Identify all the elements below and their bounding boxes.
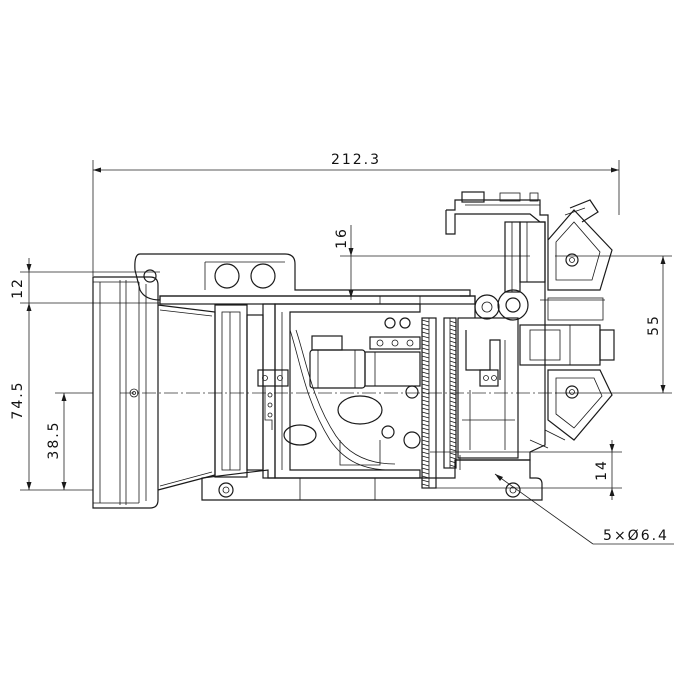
lens-assembly	[92, 276, 264, 509]
detector-housing	[445, 191, 615, 461]
main-frame	[134, 253, 543, 501]
dimension-lines	[20, 160, 674, 545]
gear-teeth	[421, 319, 457, 487]
dim-lens-height: 74.5	[10, 380, 26, 419]
dim-right-height: 55	[646, 314, 662, 336]
dim-holes: 5×Ø6.4	[603, 528, 669, 544]
dim-lens-top: 12	[10, 277, 26, 299]
dim-bottom-offset: 14	[594, 459, 610, 481]
dim-lens-center: 38.5	[46, 420, 62, 459]
dim-top-offset: 16	[334, 227, 350, 249]
inner-mechanism	[257, 289, 529, 489]
dim-overall-width: 212.3	[331, 152, 381, 168]
